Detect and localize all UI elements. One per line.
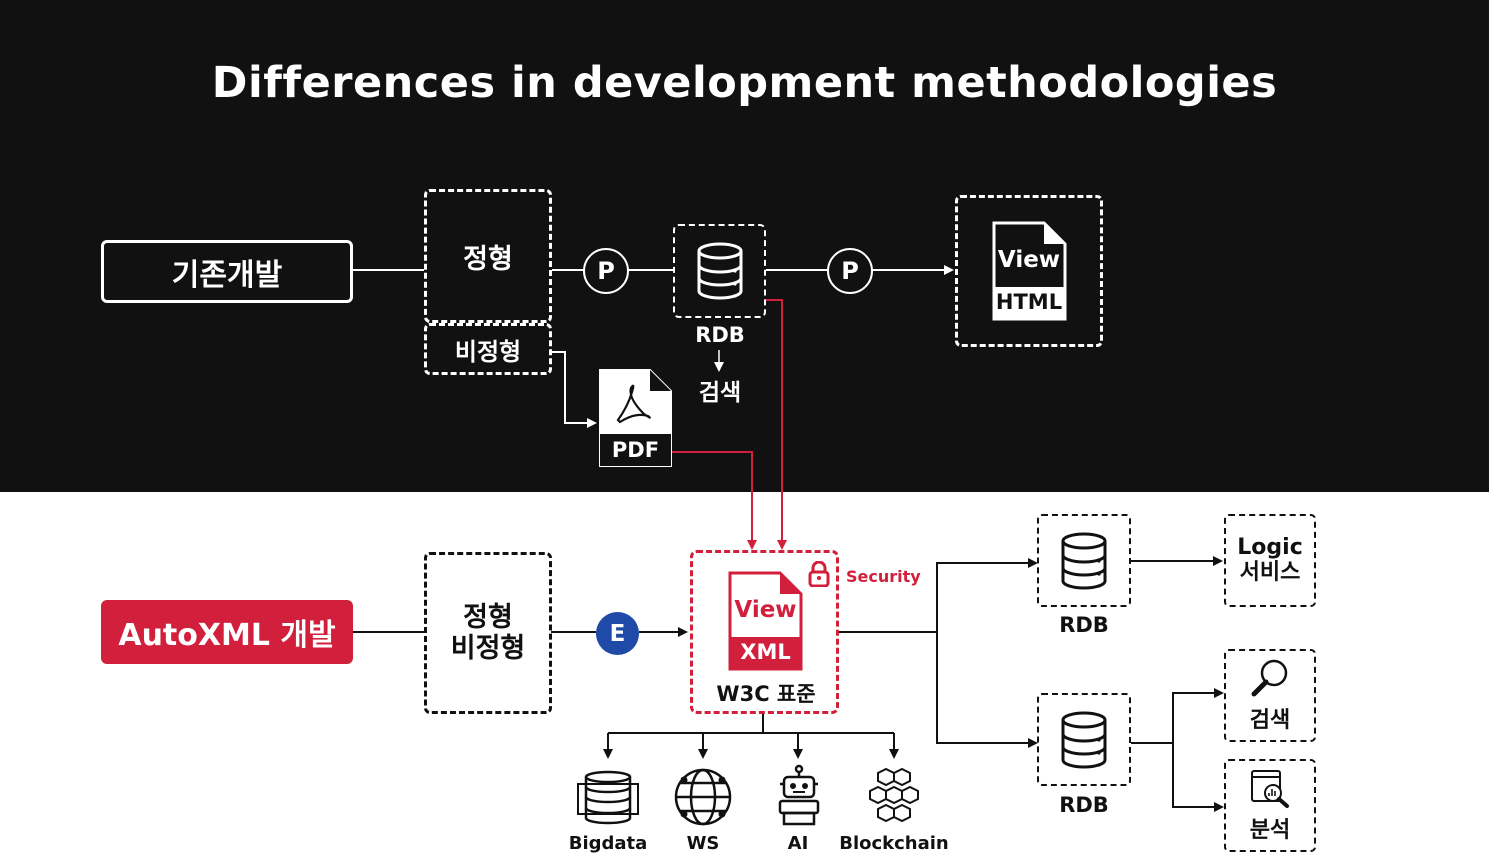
autoxml-label: AutoXML 개발 (118, 618, 336, 653)
p-badge-2: P (827, 248, 873, 294)
service-label: 서비스 (1239, 559, 1301, 585)
logic-service-box: Logic 서비스 (1224, 514, 1316, 607)
view-label-xml: View (734, 597, 797, 623)
xml-label: XML (740, 640, 791, 664)
database-icon (1061, 711, 1107, 768)
pdf-file-icon: PDF (598, 368, 673, 468)
search-box: 검색 (1224, 649, 1316, 742)
structured-label: 정형 (463, 243, 513, 275)
p-badge-1-label: P (597, 257, 615, 285)
logic-label: Logic (1237, 535, 1303, 561)
rdb-label-1: RDB (1059, 613, 1109, 637)
bigdata-icon (577, 770, 639, 825)
target-label-blockchain: Blockchain (839, 833, 949, 854)
rdb-box-2 (1037, 693, 1131, 786)
database-icon (697, 242, 742, 300)
blockchain-icon (869, 767, 919, 823)
line-xml-to-rdb2 (936, 632, 1038, 748)
target-label-bigdata: Bigdata (568, 833, 648, 854)
line-rdb2-to-analysis (1172, 743, 1224, 812)
database-icon (1061, 532, 1107, 589)
view-html-box: View HTML (955, 195, 1103, 347)
autoxml-label-box: AutoXML 개발 (101, 600, 353, 664)
rdb-box-1 (1037, 514, 1131, 607)
structured-box: 정형 (424, 189, 552, 323)
e-badge: E (596, 612, 639, 655)
view-label-top: View (997, 247, 1061, 273)
rdb-label-top: RDB (695, 323, 745, 347)
line-rdb2-to-search (1131, 688, 1224, 744)
pdf-label: PDF (611, 438, 660, 462)
analysis-label: 분석 (1249, 817, 1291, 843)
input-unstructured: 비정형 (450, 633, 526, 664)
line-xml-to-rdb1 (839, 558, 1038, 633)
page-title: Differences in development methodologies (211, 58, 1278, 108)
legacy-label-box: 기존개발 (101, 240, 353, 303)
unstructured-label: 비정형 (454, 337, 522, 366)
p-badge-2-label: P (841, 257, 859, 285)
globe-icon (674, 768, 732, 826)
robot-icon (778, 764, 820, 826)
target-label-ai: AI (787, 833, 809, 854)
unstructured-box: 비정형 (424, 323, 552, 375)
line-rdb-to-xml (766, 299, 787, 550)
legacy-label: 기존개발 (171, 257, 283, 293)
input-structured: 정형 (463, 601, 513, 633)
analysis-icon (1251, 769, 1289, 808)
w3c-standard-label: W3C 표준 (716, 682, 816, 706)
html-label: HTML (995, 290, 1063, 314)
analysis-box: 분석 (1224, 759, 1316, 852)
target-label-ws: WS (686, 833, 720, 854)
line-unstructured-to-pdf (551, 351, 597, 428)
line-pdf-to-xml (672, 451, 757, 550)
document-icon (728, 571, 803, 671)
rdb-box-top (673, 224, 766, 318)
search-icon (1251, 659, 1288, 696)
lock-icon (808, 561, 830, 587)
security-label: Security (846, 567, 921, 586)
search-label: 검색 (1249, 707, 1291, 733)
rdb-label-2: RDB (1059, 793, 1109, 817)
search-label-top: 검색 (698, 380, 742, 406)
p-badge-1: P (583, 248, 629, 294)
e-badge-label: E (609, 620, 626, 647)
xml-standard-box: View XML W3C 표준 (690, 550, 839, 714)
input-box: 정형 비정형 (424, 552, 552, 714)
document-icon (992, 221, 1066, 321)
